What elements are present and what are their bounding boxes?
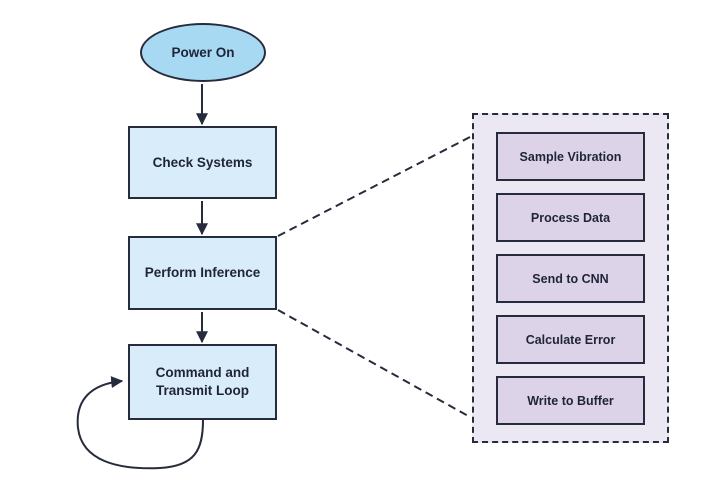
node-check-systems: Check Systems (128, 126, 277, 199)
node-perform-inference-label: Perform Inference (144, 265, 261, 281)
dashed-expansion-line-bottom (277, 309, 471, 418)
panel-item-label: Sample Vibration (519, 149, 622, 164)
panel-item-send-to-cnn: Send to CNN (496, 254, 645, 303)
node-command-transmit-loop-label: Command and Transmit Loop (156, 364, 250, 399)
panel-item-write-to-buffer: Write to Buffer (496, 376, 645, 425)
command-label-line2: Transmit Loop (155, 383, 249, 398)
panel-item-process-data: Process Data (496, 193, 645, 242)
dashed-expansion-line-top (277, 136, 471, 237)
panel-item-label: Write to Buffer (527, 393, 614, 408)
node-command-transmit-loop: Command and Transmit Loop (128, 344, 277, 420)
command-label-line1: Command and (155, 365, 250, 381)
node-perform-inference: Perform Inference (128, 236, 277, 310)
node-power-on: Power On (140, 23, 266, 82)
panel-item-sample-vibration: Sample Vibration (496, 132, 645, 181)
panel-item-label: Calculate Error (525, 332, 616, 347)
panel-item-label: Send to CNN (532, 271, 609, 286)
inference-detail-panel: Sample Vibration Process Data Send to CN… (472, 113, 669, 443)
node-power-on-label: Power On (171, 44, 235, 60)
panel-item-calculate-error: Calculate Error (496, 315, 645, 364)
panel-item-label: Process Data (530, 210, 611, 225)
node-check-systems-label: Check Systems (152, 154, 253, 170)
